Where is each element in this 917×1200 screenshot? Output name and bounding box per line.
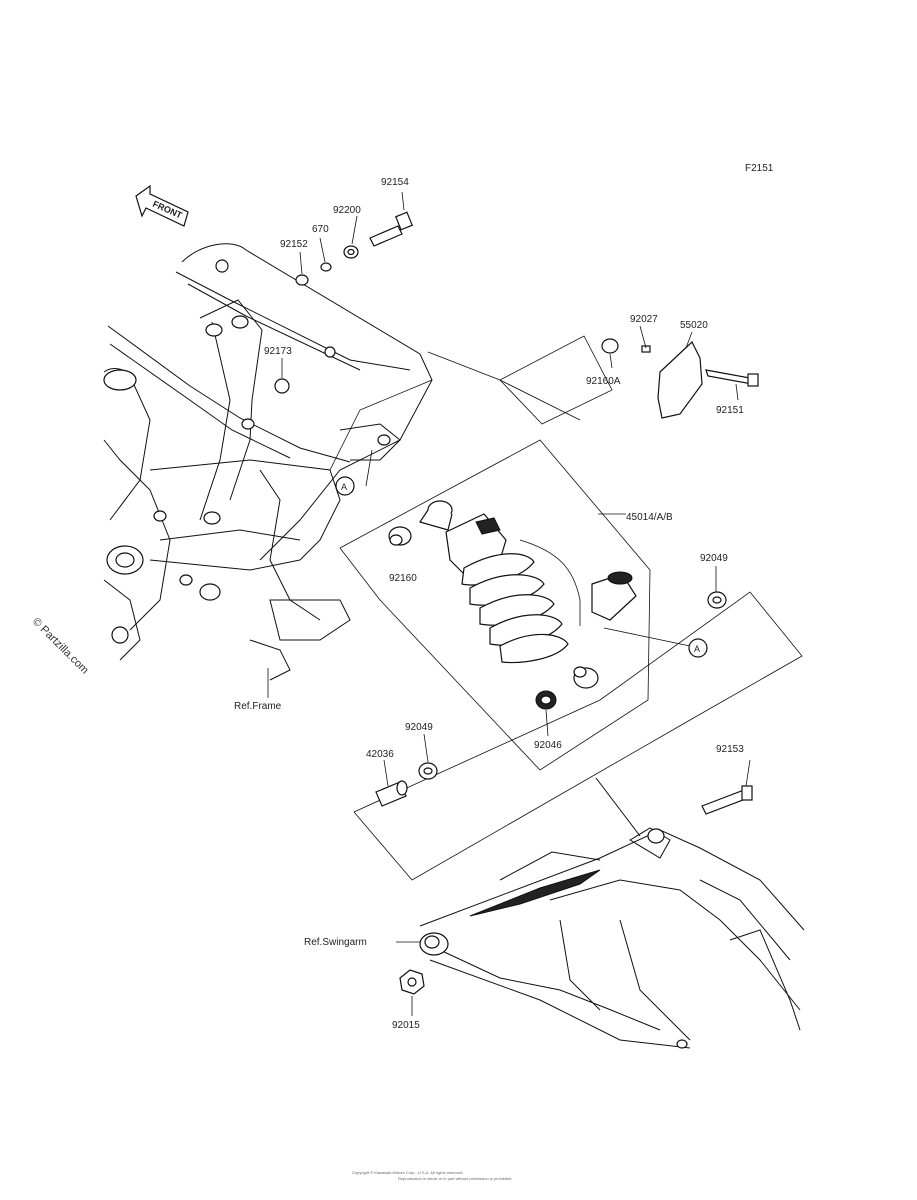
nut-92173	[274, 378, 290, 394]
collar-92160A	[601, 338, 619, 354]
part-92151-label: 92151	[716, 405, 744, 416]
bolt-92153	[701, 789, 749, 815]
pin-92027	[641, 345, 651, 353]
footer-line-2: Reproduction in whole or in part without…	[398, 1176, 513, 1181]
ref-swingarm-label: Ref.Swingarm	[304, 937, 367, 948]
part-92015-label: 92015	[392, 1020, 420, 1031]
callout-a-upper: A	[335, 476, 355, 496]
lower-mount-hardware	[353, 566, 803, 881]
part-92200-label: 92200	[333, 205, 361, 216]
part-92153-label: 92153	[716, 744, 744, 755]
front-arrow-icon: FRONT	[135, 184, 189, 227]
shock-absorber-assembly	[329, 351, 691, 771]
part-45014-label: 45014/A/B	[626, 512, 673, 523]
part-92049-right-label: 92049	[700, 553, 728, 564]
diagram-id: F2151	[745, 163, 774, 174]
part-92154-label: 92154	[381, 177, 409, 188]
guard-55020	[657, 341, 703, 419]
part-92173-label: 92173	[264, 346, 292, 357]
frame-hardware	[274, 191, 413, 394]
bolt-92154	[369, 225, 403, 247]
svg-text:A: A	[694, 644, 700, 654]
callout-a-lower: A	[688, 638, 708, 658]
oring-670	[320, 262, 332, 272]
swingarm-illustration	[396, 759, 805, 1049]
part-55020-label: 55020	[680, 320, 708, 331]
watermark: © Partzilla.com	[30, 616, 91, 677]
part-670-label: 670	[312, 224, 329, 235]
nut-92152	[295, 274, 309, 286]
guard-assembly	[499, 325, 759, 425]
part-42036-label: 42036	[366, 749, 394, 760]
part-92160a-label: 92160A	[586, 376, 621, 387]
footer-line-1: Copyright © Kawasaki Motors Corp., U.S.A…	[352, 1170, 463, 1175]
svg-text:A: A	[341, 482, 347, 492]
part-92160-label: 92160	[389, 573, 417, 584]
frame-illustration	[103, 243, 433, 681]
bolt-92151	[705, 369, 753, 385]
part-92049-left-label: 92049	[405, 722, 433, 733]
part-92046-label: 92046	[534, 740, 562, 751]
ref-frame-label: Ref.Frame	[234, 701, 282, 712]
part-92152-label: 92152	[280, 239, 308, 250]
part-92027-label: 92027	[630, 314, 658, 325]
